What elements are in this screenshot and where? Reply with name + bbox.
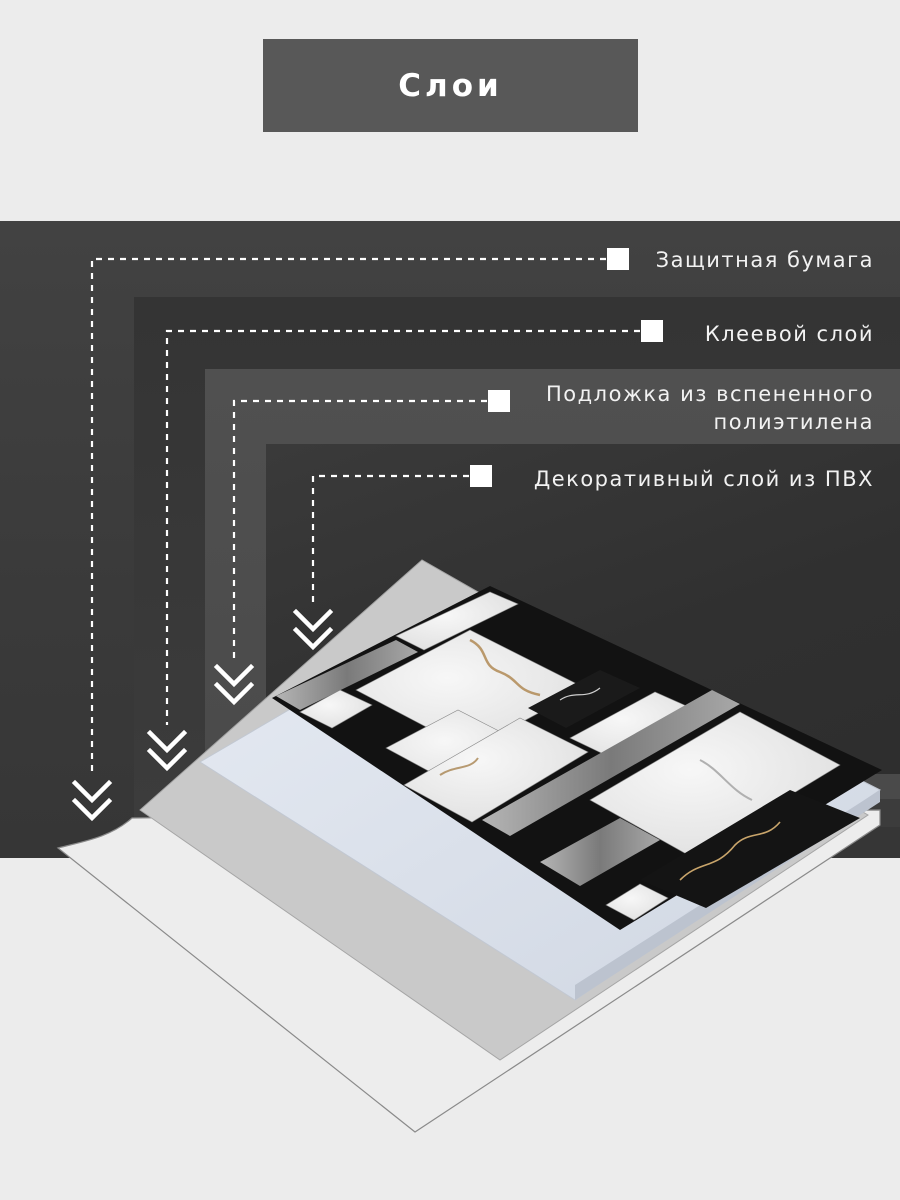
square-marker-icon — [470, 465, 492, 487]
chevron-down-double-icon — [146, 729, 188, 772]
title-banner: Слои — [263, 39, 638, 132]
layer-label-foam-line2: полиэтилена — [713, 410, 874, 434]
square-marker-icon — [641, 320, 663, 342]
layer-label-foam-line1: Подложка из вспененного — [546, 382, 874, 406]
chevron-down-double-icon — [213, 663, 255, 706]
layer-label-adhesive: Клеевой слой — [704, 322, 874, 346]
square-marker-icon — [488, 390, 510, 412]
dashed-connectors — [90, 257, 640, 775]
layer-label-protective-paper: Защитная бумага — [655, 248, 874, 272]
page-title: Слои — [398, 67, 503, 104]
chevron-down-double-icon — [292, 608, 334, 651]
chevron-down-double-icon — [71, 779, 113, 822]
layer-label-pvc-decor: Декоративный слой из ПВХ — [533, 467, 874, 491]
pvc-decor-tile — [272, 586, 882, 930]
square-marker-icon — [607, 248, 629, 270]
